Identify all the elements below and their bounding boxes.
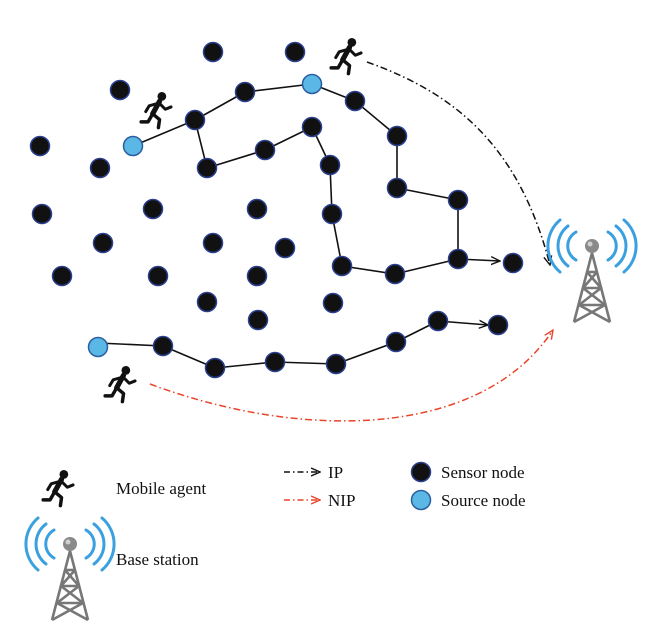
sensor-node — [184, 109, 206, 131]
sensor-node — [274, 237, 296, 259]
source-node — [301, 73, 323, 95]
sensor-node — [386, 177, 408, 199]
running-person-icon — [105, 366, 135, 402]
legend-label-nip: NIP — [328, 491, 355, 510]
sensor-node — [234, 81, 256, 103]
base-station-tower-icon — [24, 516, 116, 622]
sensor-node — [487, 314, 509, 336]
running-person-icon — [331, 38, 361, 74]
sensor-node — [202, 232, 224, 254]
sensor-node — [427, 310, 449, 332]
legend-label-base-station: Base station — [116, 550, 199, 569]
sensor-node — [92, 232, 114, 254]
sensor-node — [284, 41, 306, 63]
source-nodes — [87, 73, 323, 358]
sensor-node — [321, 203, 343, 225]
sensor-node — [319, 154, 341, 176]
sensor-node — [386, 125, 408, 147]
sensor-node — [246, 265, 268, 287]
sensor-node — [247, 309, 269, 331]
legend-label-sensor-node: Sensor node — [441, 463, 525, 482]
source-node — [122, 135, 144, 157]
ip-migration-arrow — [366, 61, 550, 265]
legend-label-mobile-agent: Mobile agent — [116, 479, 206, 498]
running-person-icon — [43, 470, 73, 506]
legend-label-source-node: Source node — [441, 491, 526, 510]
sensor-node — [196, 291, 218, 313]
sensor-node — [89, 157, 111, 179]
sensor-node — [447, 248, 469, 270]
sensor-node — [344, 90, 366, 112]
sensor-node — [147, 265, 169, 287]
sensor-nodes — [29, 41, 524, 379]
sensor-node — [254, 139, 276, 161]
sensor-node — [109, 79, 131, 101]
running-person-icon — [141, 92, 171, 128]
legend-sensor-node-swatch — [410, 461, 432, 483]
sensor-node — [152, 335, 174, 357]
sensor-node — [246, 198, 268, 220]
nip-migration-arrow — [149, 330, 553, 422]
sensor-node — [385, 331, 407, 353]
legend-source-node-swatch — [410, 489, 432, 511]
sensor-node — [384, 263, 406, 285]
sensor-node — [502, 252, 524, 274]
route-path-upper-left — [132, 83, 459, 259]
sensor-node — [322, 292, 344, 314]
sensor-node — [196, 157, 218, 179]
legend-label-ip: IP — [328, 463, 343, 482]
source-node — [87, 336, 109, 358]
sensor-node — [142, 198, 164, 220]
sensor-node — [51, 265, 73, 287]
sensor-node — [204, 357, 226, 379]
sensor-node — [29, 135, 51, 157]
sensor-node — [447, 189, 469, 211]
sensor-node — [325, 353, 347, 375]
sensor-node — [264, 351, 286, 373]
sensor-node — [31, 203, 53, 225]
route-branch-inner — [194, 119, 459, 275]
sensor-node — [301, 116, 323, 138]
legend: Mobile agent Base station IP NIP Sensor … — [24, 461, 526, 622]
sensor-node — [202, 41, 224, 63]
sensor-node — [331, 255, 353, 277]
base-station-tower-icon — [546, 218, 638, 324]
